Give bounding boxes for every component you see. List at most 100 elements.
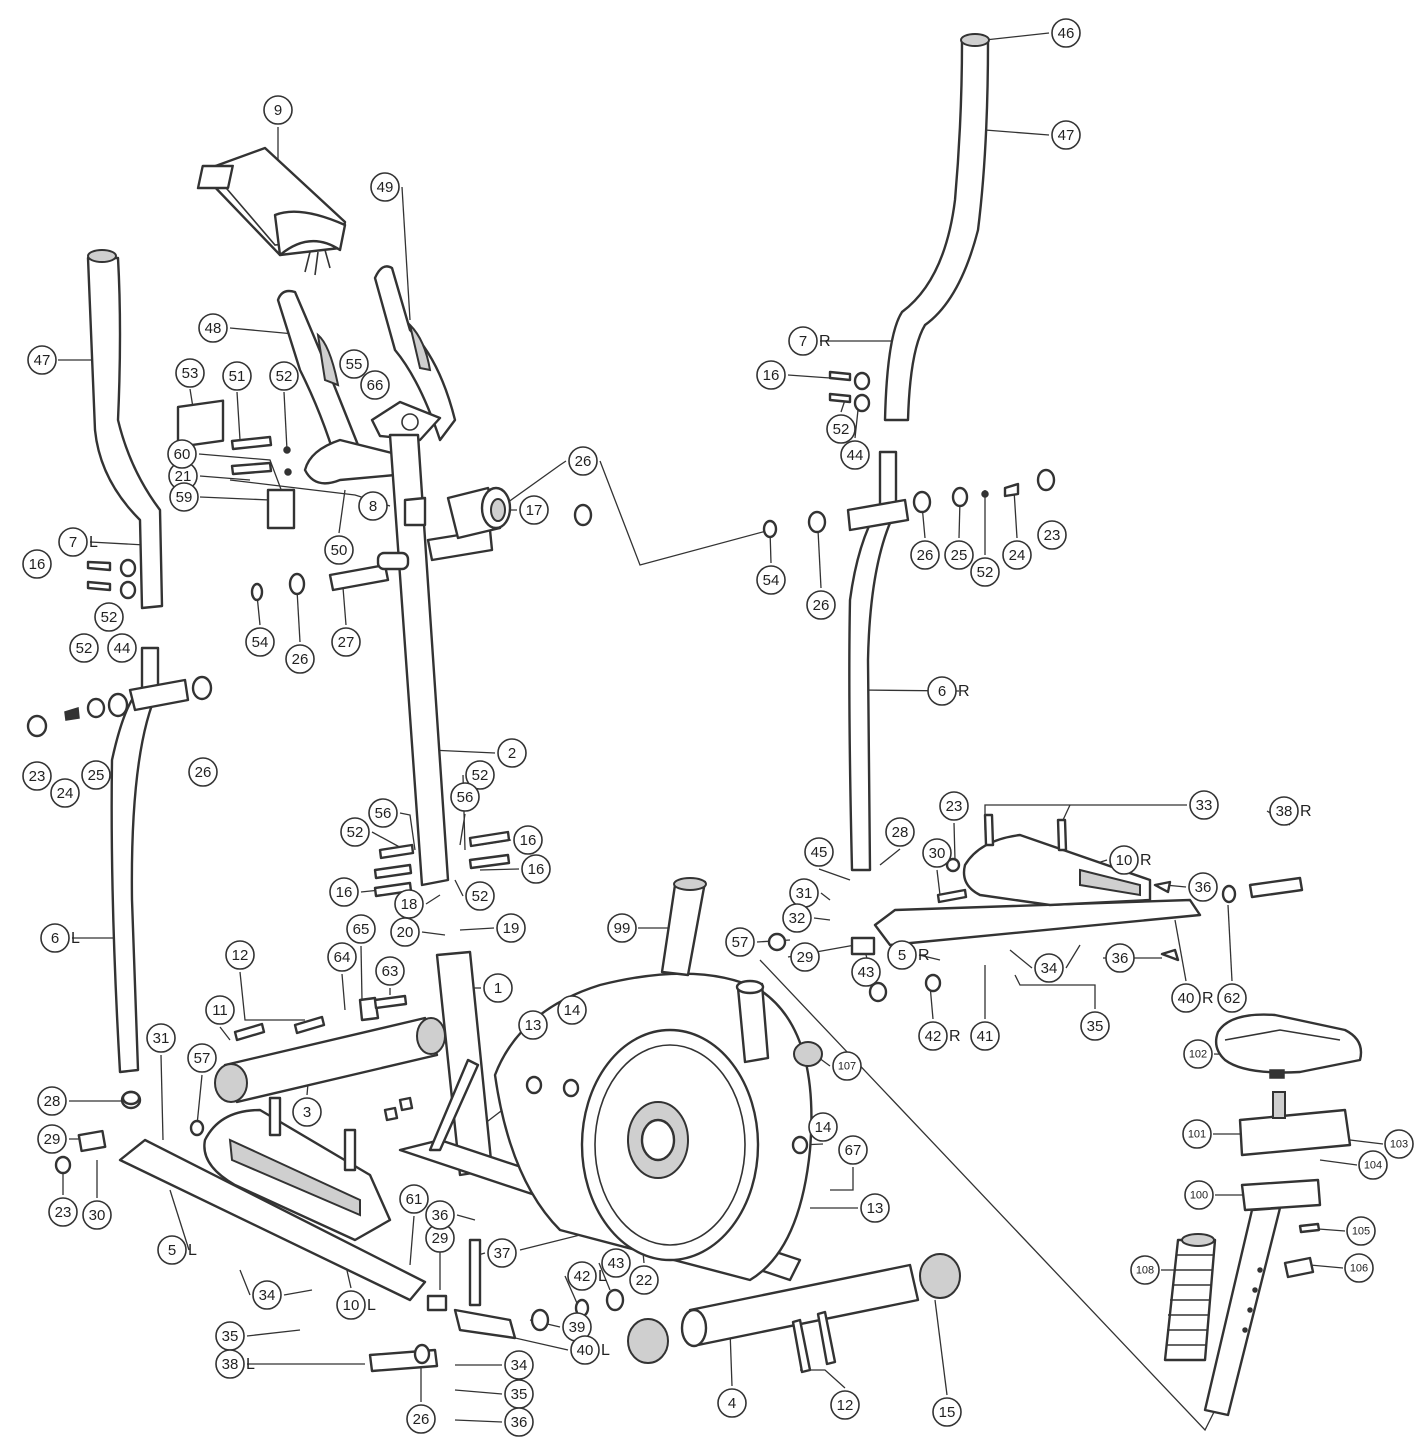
callout-circle xyxy=(1130,1255,1160,1285)
callout-circle xyxy=(245,627,275,657)
callout-number: 48 xyxy=(205,320,222,337)
callout-2: 2 xyxy=(497,738,527,768)
callout-number: 104 xyxy=(1364,1160,1382,1172)
callout-47: 47 xyxy=(1051,120,1081,150)
callout-22: 22 xyxy=(629,1265,659,1295)
callout-52: 52 xyxy=(269,361,299,391)
callout-circle xyxy=(860,1193,890,1223)
callout-number: 105 xyxy=(1352,1226,1370,1238)
handlebar-assembly xyxy=(276,265,457,485)
callout-number: 102 xyxy=(1189,1049,1207,1061)
callout-circle xyxy=(27,345,57,375)
callout-64: 64 xyxy=(327,942,357,972)
callout-43: 43 xyxy=(851,957,881,987)
callout-circle xyxy=(804,837,834,867)
callout-circle xyxy=(756,360,786,390)
callout-number: 18 xyxy=(401,896,418,913)
callout-34: 34 xyxy=(1034,953,1064,983)
callout-number: 36 xyxy=(511,1414,528,1431)
callout-52: 52 xyxy=(826,414,856,444)
callout-number: 26 xyxy=(292,651,309,668)
callout-side-suffix: L xyxy=(367,1297,376,1314)
callout-number: 39 xyxy=(569,1319,586,1336)
callout-circle xyxy=(830,1390,860,1420)
callout-circle xyxy=(497,738,527,768)
callout-41: 41 xyxy=(970,1021,1000,1051)
callout-23: 23 xyxy=(48,1197,78,1227)
callout-number: 31 xyxy=(796,885,813,902)
callout-circle xyxy=(292,1097,322,1127)
callout-circle xyxy=(557,995,587,1025)
callout-number: 24 xyxy=(57,785,74,802)
callout-circle xyxy=(970,557,1000,587)
callout-number: 35 xyxy=(511,1386,528,1403)
callout-15: 15 xyxy=(932,1397,962,1427)
callout-number: 13 xyxy=(525,1017,542,1034)
callout-circle xyxy=(157,1235,187,1265)
callout-number: 42 xyxy=(925,1028,942,1045)
callout-44: 44 xyxy=(840,440,870,470)
callout-number: 49 xyxy=(377,179,394,196)
callout-55: 55 xyxy=(339,349,369,379)
callout-52: 52 xyxy=(94,602,124,632)
callout-number: 54 xyxy=(763,572,780,589)
callout-36: 36 xyxy=(1188,872,1218,902)
callout-number: 33 xyxy=(1196,797,1213,814)
callout-number: 27 xyxy=(338,634,355,651)
seat xyxy=(1214,1013,1363,1079)
callout-circle xyxy=(832,1051,862,1081)
callout-circle xyxy=(1051,18,1081,48)
callout-24: 24 xyxy=(50,778,80,808)
callout-circle xyxy=(37,1086,67,1116)
callout-circle xyxy=(69,633,99,663)
callout-number: 66 xyxy=(367,377,384,394)
callout-24: 24 xyxy=(1002,540,1032,570)
callout-21: 21 xyxy=(168,461,198,491)
callout-number: 43 xyxy=(608,1255,625,1272)
callout-11: 11 xyxy=(205,995,235,1025)
callout-number: 52 xyxy=(472,888,489,905)
callout-number: 23 xyxy=(1044,527,1061,544)
callout-side-suffix: L xyxy=(188,1242,197,1259)
callout-108: 108 xyxy=(1130,1255,1160,1285)
callout-number: 38 xyxy=(222,1356,239,1373)
callout-number: 5 xyxy=(898,947,906,964)
callout-32: 32 xyxy=(782,903,812,933)
callout-circle xyxy=(22,761,52,791)
callout-number: 13 xyxy=(867,1200,884,1217)
callout-102: 102 xyxy=(1183,1039,1213,1069)
callout-number: 17 xyxy=(526,502,543,519)
callout-circle xyxy=(1183,1039,1213,1069)
callout-45: 45 xyxy=(804,837,834,867)
callout-number: 36 xyxy=(432,1207,449,1224)
callout-circle xyxy=(513,825,543,855)
callout-34: 34 xyxy=(252,1280,282,1310)
right-pedal-assembly xyxy=(850,833,1304,956)
callout-number: 35 xyxy=(1087,1018,1104,1035)
callout-number: 10 xyxy=(1116,852,1133,869)
callout-circle xyxy=(932,1397,962,1427)
callout-31: 31 xyxy=(789,878,819,908)
callout-circle xyxy=(331,627,361,657)
main-post xyxy=(388,433,494,887)
callout-17: 17 xyxy=(519,495,549,525)
callout-61: 61 xyxy=(399,1184,429,1214)
callout-60: 60 xyxy=(167,439,197,469)
callout-4: 4 xyxy=(717,1388,747,1418)
callout-circle xyxy=(340,817,370,847)
callout-circle xyxy=(346,914,376,944)
callout-circle xyxy=(927,676,957,706)
callout-16: 16 xyxy=(329,877,359,907)
callout-number: 101 xyxy=(1188,1129,1206,1141)
callout-number: 54 xyxy=(252,634,269,651)
callout-28: 28 xyxy=(37,1086,67,1116)
callout-12: 12 xyxy=(830,1390,860,1420)
callout-16: 16 xyxy=(756,360,786,390)
callout-36: 36 xyxy=(425,1200,455,1230)
callout-46: 46 xyxy=(1051,18,1081,48)
callout-number: 30 xyxy=(929,845,946,862)
